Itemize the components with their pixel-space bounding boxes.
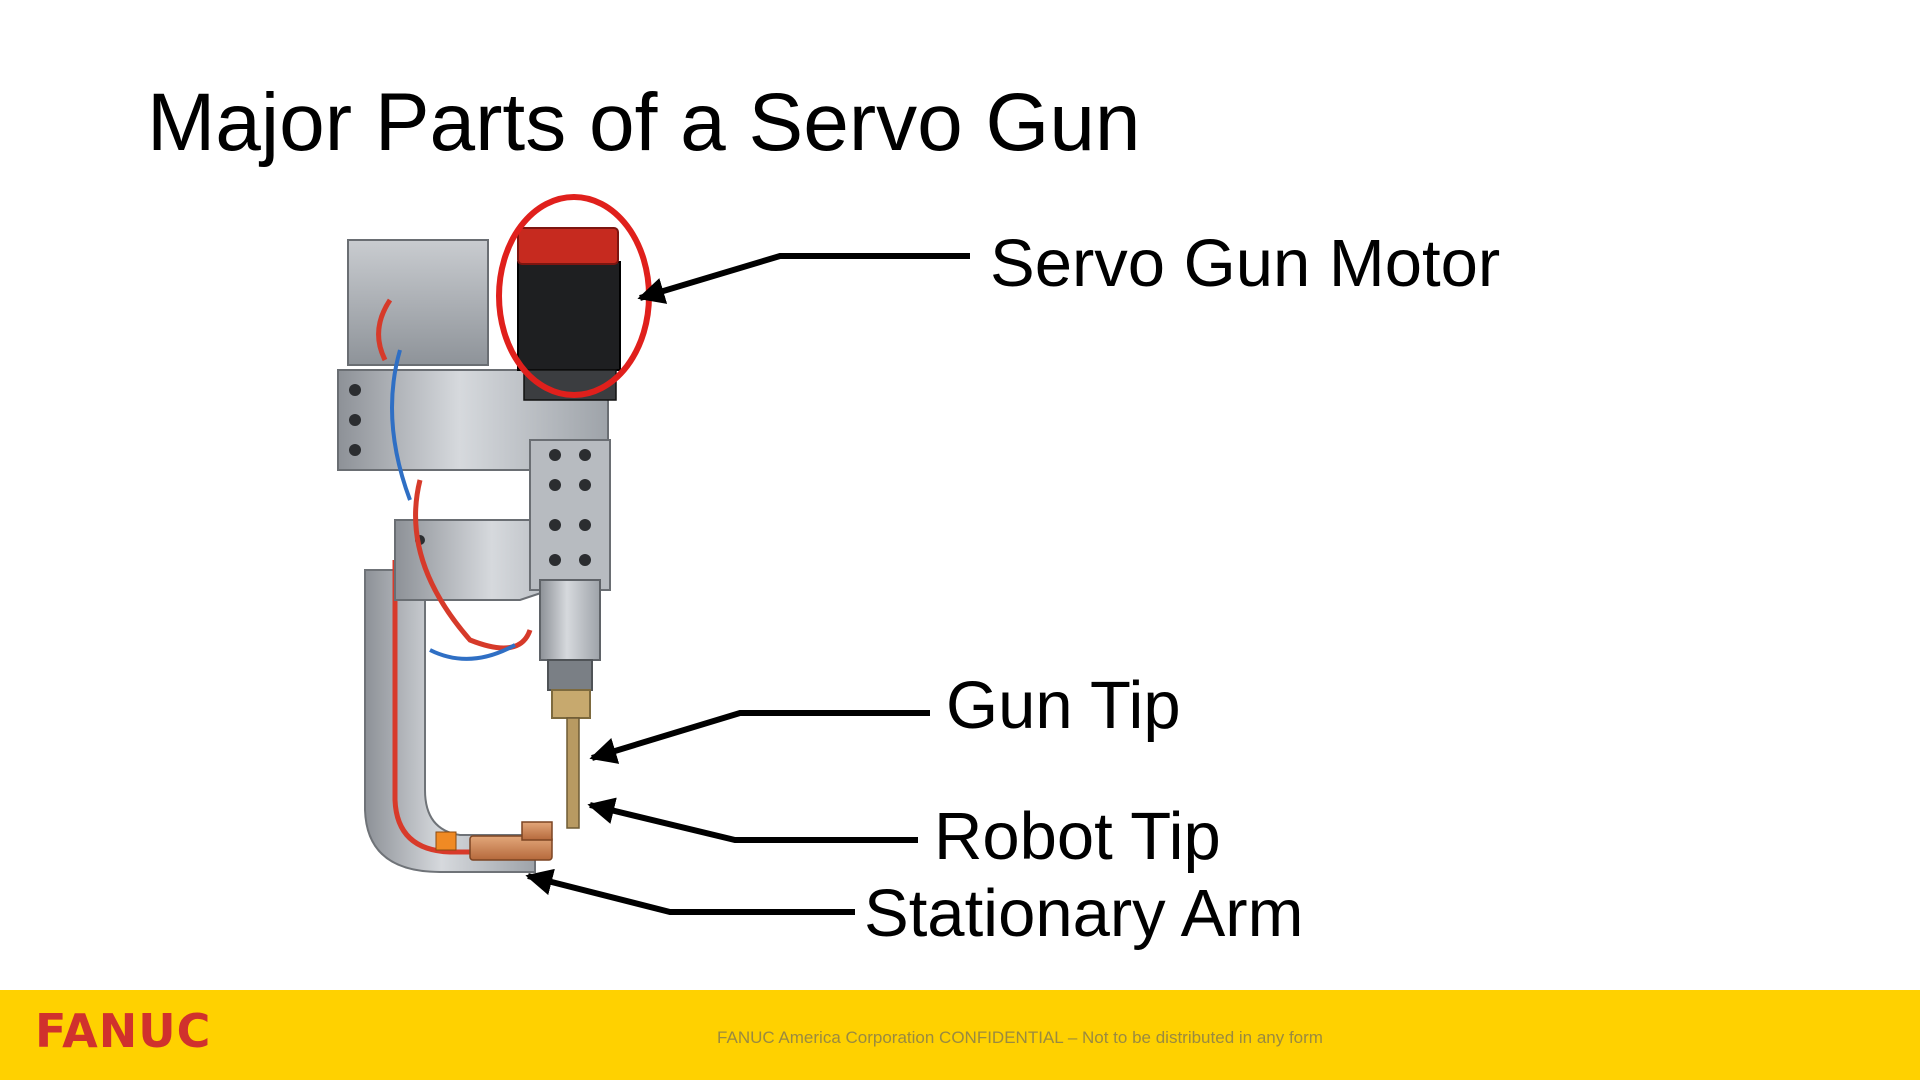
actuator-nut: [547, 659, 593, 691]
footer-bar: FANUC FANUC America Corporation CONFIDEN…: [0, 990, 1920, 1080]
gun-plate: [529, 439, 611, 591]
motor-callout-arrow: [637, 253, 970, 304]
fanuc-logo: FANUC: [35, 1004, 212, 1058]
red-cable: [376, 298, 533, 651]
stationary-arm-label: Stationary Arm: [864, 876, 1304, 951]
gun-tip-callout-arrow: [589, 710, 930, 764]
robot-tip-callout-arrow: [587, 797, 918, 843]
robot-tip-label: Robot Tip: [934, 799, 1221, 874]
stationary-tip-cap: [521, 821, 553, 841]
arm-cable: [392, 560, 515, 855]
servo-gun-motor-label: Servo Gun Motor: [990, 226, 1501, 301]
gun-tip-label: Gun Tip: [946, 668, 1181, 743]
servo-motor-body: [517, 261, 621, 371]
stationary-copper-tip: [469, 835, 553, 861]
gun-frame-top: [347, 239, 489, 366]
bolts: [349, 384, 591, 566]
stationary-arm-callout-arrow: [525, 868, 855, 915]
actuator-flange: [551, 689, 591, 719]
confidential-notice: FANUC America Corporation CONFIDENTIAL –…: [717, 1028, 1323, 1047]
blue-hose: [390, 349, 516, 661]
gun-tip-rod: [566, 717, 580, 829]
servo-gun-image: [337, 227, 621, 873]
stationary-arm-shape: [364, 569, 536, 873]
servo-gun-diagram: [337, 194, 970, 915]
arm-warning-label: [435, 831, 457, 851]
servo-motor-cap: [517, 227, 619, 265]
actuator-cylinder: [539, 579, 601, 661]
slide-title: Major Parts of a Servo Gun: [147, 77, 1141, 168]
